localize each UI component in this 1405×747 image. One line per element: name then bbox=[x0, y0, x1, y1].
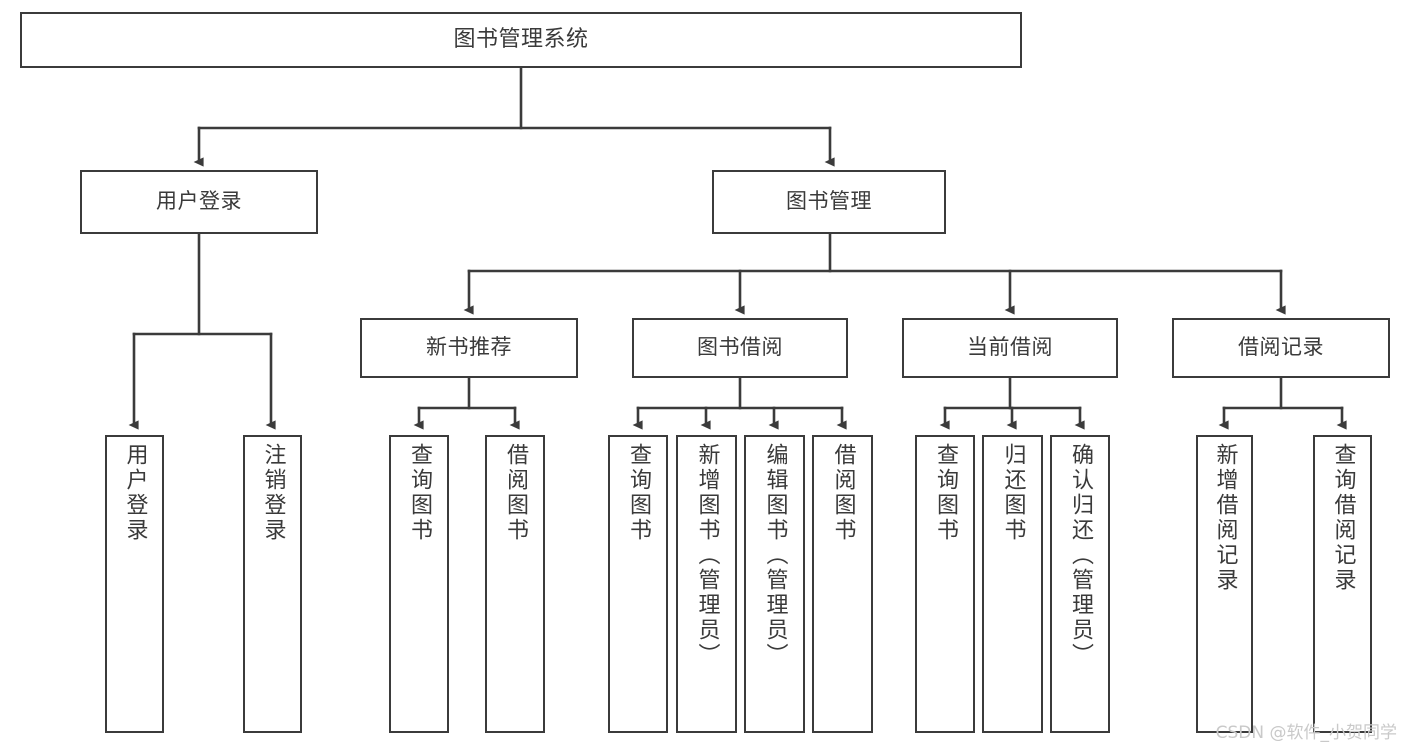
node-label: 借阅记录 bbox=[1238, 335, 1324, 360]
node-root-system[interactable]: 图书管理系统 bbox=[20, 12, 1022, 68]
node-label: 借阅图书 bbox=[503, 443, 528, 543]
node-book-management[interactable]: 图书管理 bbox=[712, 170, 946, 234]
node-new-book-recommend[interactable]: 新书推荐 bbox=[360, 318, 578, 378]
watermark: CSDN @软件_小贺同学 bbox=[1215, 723, 1397, 743]
leaf-query-book-recommend[interactable]: 查询图书 bbox=[389, 435, 449, 733]
node-label: 查询借阅记录 bbox=[1330, 443, 1356, 593]
node-user-login[interactable]: 用户登录 bbox=[80, 170, 318, 234]
node-label: 图书管理 bbox=[786, 189, 872, 214]
node-label: 当前借阅 bbox=[967, 335, 1053, 360]
node-current-borrow[interactable]: 当前借阅 bbox=[902, 318, 1118, 378]
leaf-borrow-book-recommend[interactable]: 借阅图书 bbox=[485, 435, 545, 733]
node-book-borrow[interactable]: 图书借阅 bbox=[632, 318, 848, 378]
leaf-confirm-return-admin[interactable]: 确认归还（管理员） bbox=[1050, 435, 1110, 733]
leaf-borrow-book[interactable]: 借阅图书 bbox=[812, 435, 873, 733]
node-label: 图书管理系统 bbox=[453, 26, 589, 52]
node-label: 确认归还（管理员） bbox=[1068, 443, 1093, 668]
leaf-edit-book-admin[interactable]: 编辑图书（管理员） bbox=[744, 435, 805, 733]
node-label: 查询图书 bbox=[626, 443, 651, 543]
leaf-user-login[interactable]: 用户登录 bbox=[105, 435, 164, 733]
leaf-query-book-current[interactable]: 查询图书 bbox=[915, 435, 975, 733]
leaf-query-borrow-record[interactable]: 查询借阅记录 bbox=[1313, 435, 1372, 733]
node-label: 归还图书 bbox=[1000, 443, 1026, 543]
node-borrow-record[interactable]: 借阅记录 bbox=[1172, 318, 1390, 378]
leaf-add-borrow-record[interactable]: 新增借阅记录 bbox=[1196, 435, 1253, 733]
node-label: 新增图书（管理员） bbox=[694, 443, 720, 668]
leaf-query-book-borrow[interactable]: 查询图书 bbox=[608, 435, 668, 733]
node-label: 图书借阅 bbox=[697, 335, 783, 360]
node-label: 新书推荐 bbox=[426, 335, 512, 360]
node-label: 新增借阅记录 bbox=[1212, 443, 1238, 593]
node-label: 编辑图书（管理员） bbox=[762, 443, 788, 668]
node-label: 用户登录 bbox=[122, 443, 148, 543]
node-label: 查询图书 bbox=[933, 443, 958, 543]
node-label: 注销登录 bbox=[260, 443, 286, 543]
leaf-user-logout[interactable]: 注销登录 bbox=[243, 435, 302, 733]
leaf-return-book[interactable]: 归还图书 bbox=[982, 435, 1043, 733]
node-label: 用户登录 bbox=[156, 189, 242, 214]
node-label: 查询图书 bbox=[407, 443, 432, 543]
leaf-add-book-admin[interactable]: 新增图书（管理员） bbox=[676, 435, 737, 733]
node-label: 借阅图书 bbox=[830, 443, 856, 543]
